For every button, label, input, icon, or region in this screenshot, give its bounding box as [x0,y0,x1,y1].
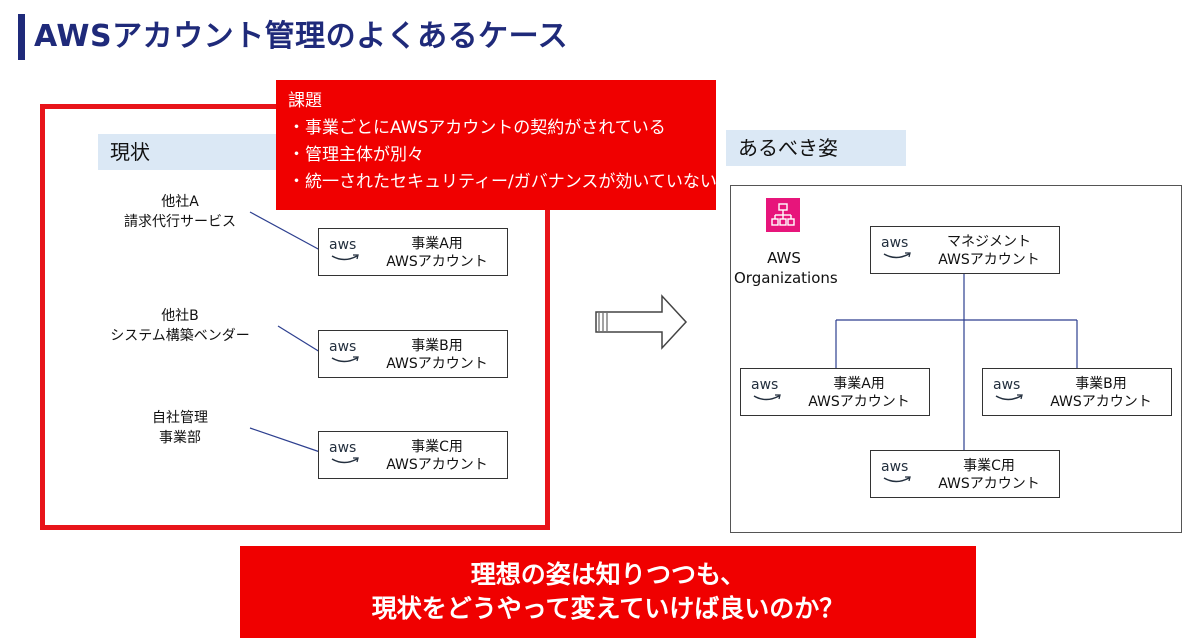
issue-item: ・管理主体が別々 [288,145,424,165]
aws-logo-icon: aws [329,339,363,367]
issue-item: ・事業ごとにAWSアカウントの契約がされている [288,118,666,138]
owner-a-line1: 他社A [161,194,199,210]
conclusion-line2: 現状をどうやって変えていけば良いのか？ [371,594,845,623]
account-label: 事業A用 AWSアカウント [808,376,910,410]
issues-heading: 課題 [288,91,322,111]
current-state-label: 現状 [98,134,298,170]
aws-logo-icon: aws [329,440,363,468]
issues-callout: 課題 ・事業ごとにAWSアカウントの契約がされている ・管理主体が別々 ・統一さ… [276,80,717,210]
current-account-b: aws 事業B用 AWSアカウント [318,330,508,378]
page-title: AWSアカウント管理のよくあるケース [34,19,569,54]
owner-c-line1: 自社管理 [152,410,208,426]
account-label: 事業A用 AWSアカウント [386,236,488,270]
ideal-account-a: aws 事業A用 AWSアカウント [740,368,930,416]
account-label: 事業B用 AWSアカウント [386,338,488,372]
title-accent-bar [18,14,25,60]
aws-logo-icon: aws [881,235,915,263]
ideal-account-b: aws 事業B用 AWSアカウント [982,368,1172,416]
ideal-state-frame [730,185,1182,533]
issue-item: ・統一されたセキュリティー/ガバナンスが効いていない [288,172,717,192]
conclusion-banner: 理想の姿は知りつつも、 現状をどうやって変えていけば良いのか？ [240,546,976,638]
owner-a-connector [249,211,321,251]
conclusion-line1: 理想の姿は知りつつも、 [470,560,746,589]
owner-c-label: 自社管理 事業部 [100,408,260,448]
account-label: 事業C用 AWSアカウント [938,458,1040,492]
aws-logo-icon: aws [329,237,363,265]
transition-arrow [595,294,688,350]
owner-a-line2: 請求代行サービス [124,214,236,230]
account-label: マネジメント AWSアカウント [938,234,1040,268]
owner-b-line1: 他社B [161,308,199,324]
organizations-label: AWS Organizations [734,249,838,287]
account-label: 事業B用 AWSアカウント [1050,376,1152,410]
ideal-account-c: aws 事業C用 AWSアカウント [870,450,1060,498]
ideal-state-label: あるべき姿 [726,130,906,166]
aws-logo-icon: aws [751,377,785,405]
owner-b-label: 他社B システム構築ベンダー [100,306,260,346]
aws-logo-icon: aws [881,459,915,487]
owner-c-line2: 事業部 [159,430,201,446]
owner-a-label: 他社A 請求代行サービス [100,192,260,232]
owner-b-connector [277,325,321,353]
organizations-icon [766,198,800,232]
current-account-a: aws 事業A用 AWSアカウント [318,228,508,276]
owner-b-line2: システム構築ベンダー [110,328,250,344]
management-account: aws マネジメント AWSアカウント [870,226,1060,274]
owner-c-connector [249,427,321,453]
current-account-c: aws 事業C用 AWSアカウント [318,431,508,479]
account-label: 事業C用 AWSアカウント [386,439,488,473]
aws-logo-icon: aws [993,377,1027,405]
